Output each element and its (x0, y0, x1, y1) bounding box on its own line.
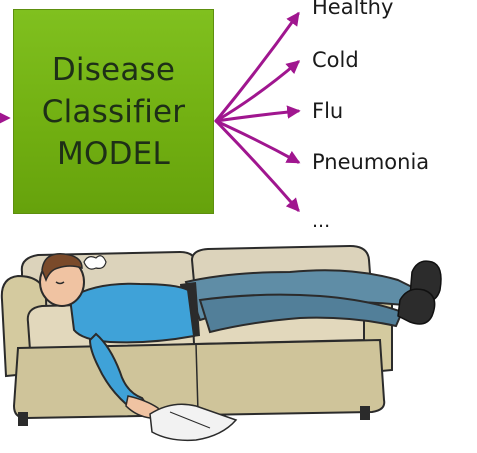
model-title-line-2: Classifier (42, 91, 186, 133)
output-label-cold: Cold (312, 48, 359, 72)
output-label-healthy: Healthy (312, 0, 393, 19)
arrow-to-pneumonia (216, 121, 298, 162)
output-label-pneumonia: Pneumonia (312, 150, 429, 174)
model-title-line-3: MODEL (57, 133, 170, 175)
arrow-to-healthy (216, 14, 298, 121)
model-title-line-1: Disease (52, 49, 175, 91)
disease-classifier-model-box: Disease Classifier MODEL (13, 9, 214, 214)
arrow-to-more (216, 121, 298, 210)
output-label-flu: Flu (312, 99, 343, 123)
man-sleeping-on-couch-icon (0, 215, 477, 453)
